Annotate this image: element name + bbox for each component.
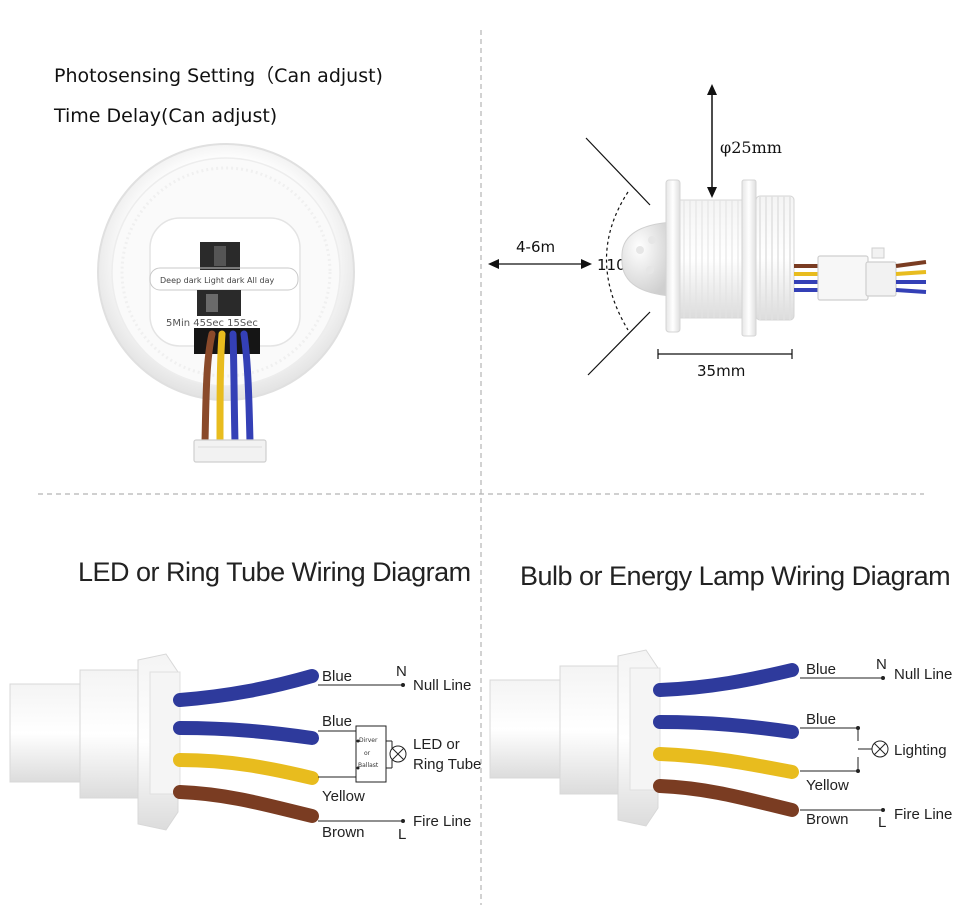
- led-blue-wire-1: [173, 669, 319, 707]
- led-wire2-label: Blue: [322, 713, 352, 730]
- bulb-yellow-wire: [653, 747, 799, 779]
- led-fire-line-label: Fire Line: [413, 813, 471, 830]
- led-panel-title: LED or Ring Tube Wiring Diagram: [78, 557, 471, 587]
- led-l-marker: L: [398, 826, 406, 843]
- led-circuit: [318, 684, 407, 822]
- range-arrow: [488, 259, 592, 269]
- led-wiring-panel: LED or Ring Tube Wiring Diagram Blue Blu…: [9, 557, 481, 843]
- led-null-line-label: Null Line: [413, 677, 471, 694]
- time-dip-switch[interactable]: [197, 290, 241, 316]
- led-n-marker: N: [396, 663, 407, 680]
- bulb-brown-wire: [653, 779, 799, 817]
- led-brown-wire: [173, 785, 319, 823]
- driver-label-1: Dirver: [359, 737, 378, 744]
- bulb-l-marker: L: [878, 814, 886, 831]
- sensor-back-view: Deep dark Light dark All day 5Min 45Sec …: [97, 143, 355, 463]
- led-blue-wire-2: [173, 721, 319, 745]
- range-label: 4-6m: [516, 238, 555, 256]
- driver-label-2: or: [364, 750, 371, 757]
- sensor-wires: [201, 330, 254, 446]
- led-wire3-label: Yellow: [322, 788, 365, 805]
- length-label: 35mm: [697, 362, 745, 380]
- bulb-wire1-label: Blue: [806, 661, 836, 678]
- bulb-n-marker: N: [876, 656, 887, 673]
- angle-line-bottom: [587, 311, 651, 376]
- angle-line-top: [585, 137, 651, 206]
- length-dimension: [657, 349, 793, 359]
- bulb-fire-line-label: Fire Line: [894, 806, 952, 823]
- diameter-label: φ25mm: [720, 138, 782, 157]
- bulb-blue-wire-1: [653, 663, 799, 697]
- photosensing-caption: Photosensing Setting（Can adjust): [54, 65, 383, 87]
- sensor-side-view: [621, 179, 927, 337]
- bulb-wiring-panel: Bulb or Energy Lamp Wiring Diagram Blue …: [489, 561, 952, 831]
- bulb-wire2-label: Blue: [806, 711, 836, 728]
- led-wire4-label: Brown: [322, 824, 365, 841]
- bulb-load-label: Lighting: [894, 742, 947, 759]
- led-yellow-wire: [173, 753, 319, 785]
- bulb-blue-wire-2: [653, 715, 799, 739]
- led-wire1-label: Blue: [322, 668, 352, 685]
- led-sensor-body: [9, 653, 181, 831]
- bulb-panel-title: Bulb or Energy Lamp Wiring Diagram: [520, 561, 950, 591]
- diameter-arrow: [707, 84, 717, 198]
- bulb-sensor-body: [489, 649, 661, 827]
- bulb-wire3-label: Yellow: [806, 777, 849, 794]
- panel-dividers: [38, 30, 924, 905]
- time-delay-caption: Time Delay(Can adjust): [53, 105, 277, 127]
- wire-connector: [193, 439, 267, 463]
- bulb-wire4-label: Brown: [806, 811, 849, 828]
- driver-label-3: Ballast: [358, 762, 379, 769]
- top-right-panel: φ25mm 110° 4-6m: [488, 84, 927, 380]
- bulb-circuit: [800, 677, 889, 811]
- led-load-label-1: LED or: [413, 736, 460, 753]
- led-load-label-2: Ring Tube: [413, 756, 481, 773]
- bulb-null-line-label: Null Line: [894, 666, 952, 683]
- top-left-panel: Photosensing Setting（Can adjust) Time De…: [53, 65, 383, 463]
- time-mode-labels: 5Min 45Sec 15Sec: [166, 318, 258, 329]
- light-mode-labels: Deep dark Light dark All day: [160, 276, 274, 285]
- angle-arc: [606, 191, 629, 331]
